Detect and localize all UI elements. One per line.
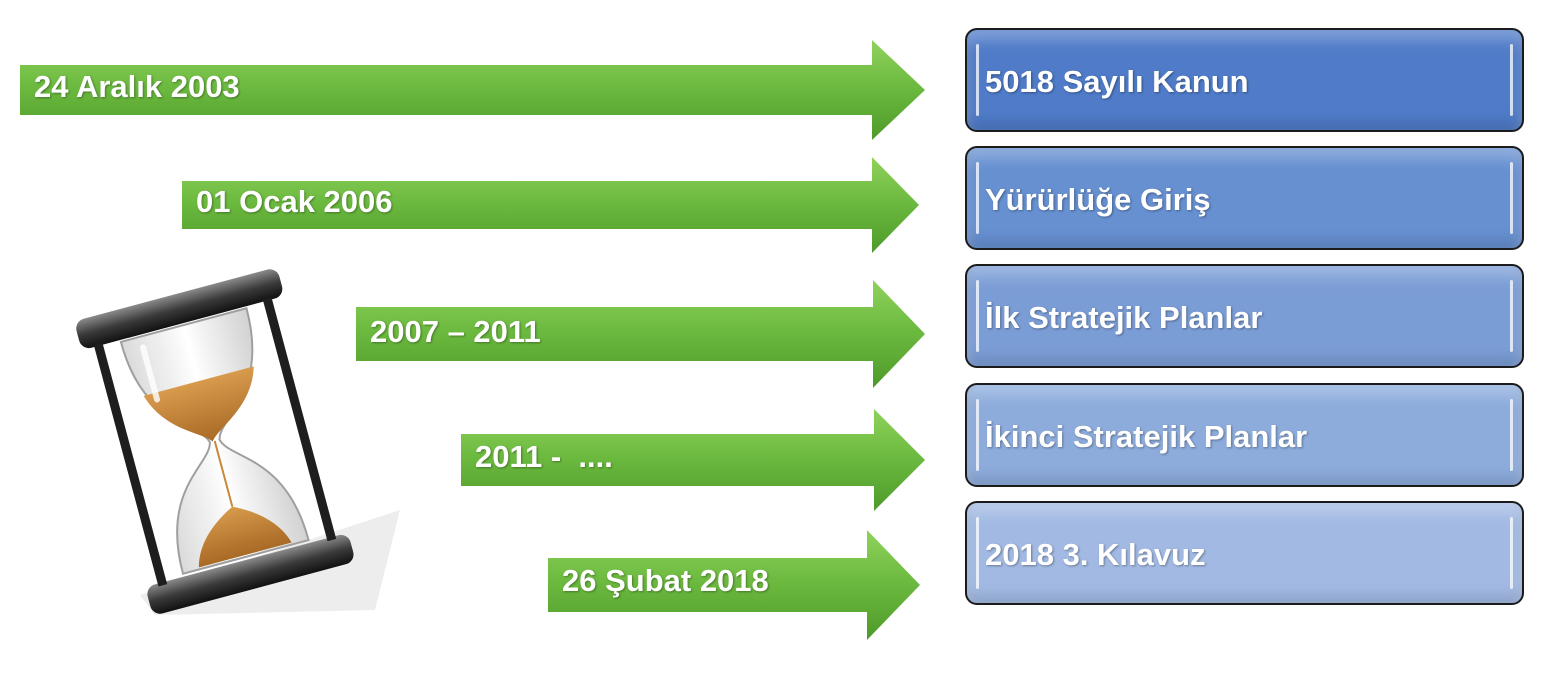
timeline-arrow-1: 24 Aralık 2003 — [20, 40, 925, 140]
timeline-arrow-5: 26 Şubat 2018 — [548, 530, 920, 640]
event-label-4: İkinci Stratejik Planlar — [985, 419, 1308, 454]
timeline-arrow-2: 01 Ocak 2006 — [182, 157, 919, 253]
event-box-4: İkinci Stratejik Planlar — [965, 383, 1524, 487]
event-label-1: 5018 Sayılı Kanun — [985, 64, 1249, 99]
timeline-date-2: 01 Ocak 2006 — [196, 184, 393, 219]
timeline-date-3: 2007 – 2011 — [370, 314, 541, 349]
event-label-2: Yürürlüğe Giriş — [985, 182, 1211, 217]
event-box-1: 5018 Sayılı Kanun — [965, 28, 1524, 132]
timeline-arrow-3: 2007 – 2011 — [356, 280, 925, 388]
event-box-5: 2018 3. Kılavuz — [965, 501, 1524, 605]
timeline-date-4: 2011 - .... — [475, 439, 613, 474]
timeline-date-5: 26 Şubat 2018 — [562, 563, 769, 598]
event-box-2: Yürürlüğe Giriş — [965, 146, 1524, 250]
event-label-5: 2018 3. Kılavuz — [985, 537, 1206, 572]
timeline-arrow-4: 2011 - .... — [461, 409, 925, 511]
hourglass-icon — [55, 255, 405, 630]
timeline-date-1: 24 Aralık 2003 — [34, 69, 240, 104]
event-box-3: İlk Stratejik Planlar — [965, 264, 1524, 368]
event-label-3: İlk Stratejik Planlar — [985, 300, 1263, 335]
